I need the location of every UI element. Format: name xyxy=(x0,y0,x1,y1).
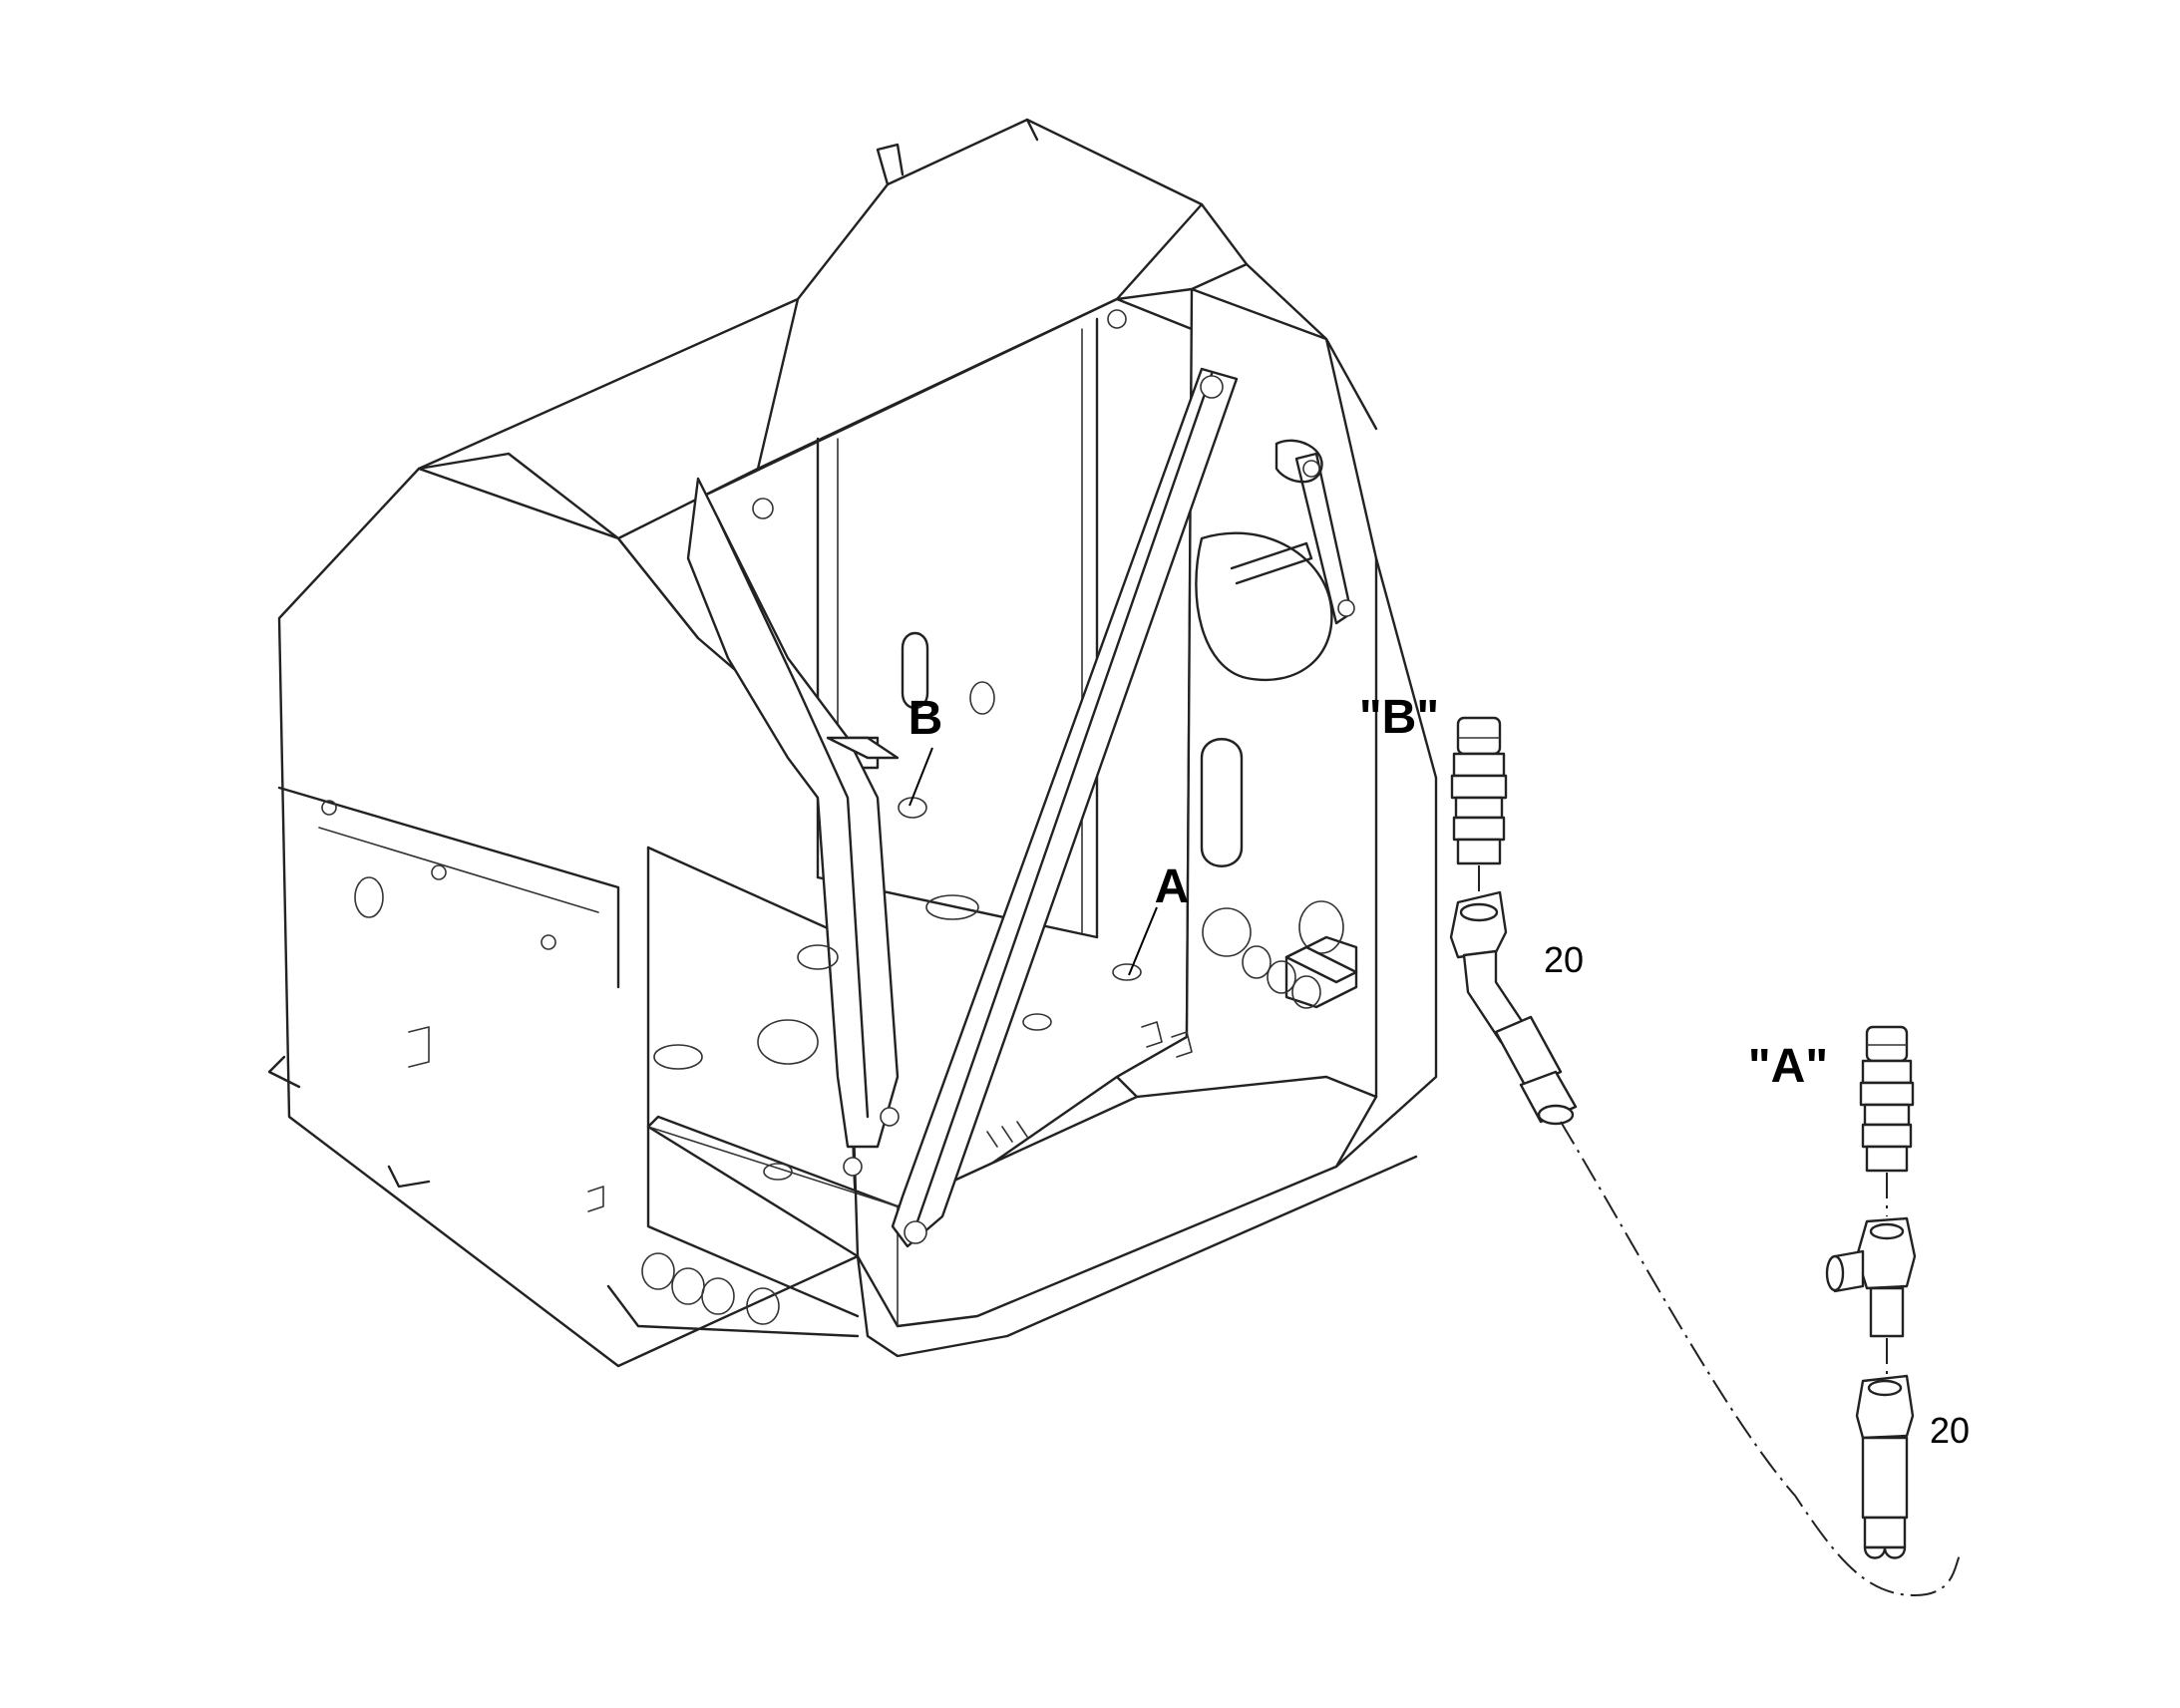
detail-b: "B" 20 xyxy=(1359,691,1584,1126)
label-view-b: "B" xyxy=(1359,691,1439,744)
callout-b: B xyxy=(908,692,943,807)
label-point-b: B xyxy=(908,692,943,745)
label-item-20-lower: 20 xyxy=(1930,1410,1970,1451)
label-item-20-upper: 20 xyxy=(1544,939,1584,980)
leader-line-b xyxy=(908,747,933,807)
detail-a: "A" 20 xyxy=(1748,1025,1970,1559)
hose-a xyxy=(1855,1374,1915,1559)
tee-fitting-a xyxy=(1825,1216,1917,1338)
hose-b xyxy=(1449,890,1578,1126)
fitting-a xyxy=(1859,1025,1915,1173)
machine-frame xyxy=(267,118,1438,1368)
callout-a: A xyxy=(1128,860,1190,976)
hose-routing-line xyxy=(1560,1121,1961,1597)
fitting-b xyxy=(1450,716,1508,865)
label-point-a: A xyxy=(1155,860,1190,913)
leader-line-a xyxy=(1128,906,1158,976)
label-view-a: "A" xyxy=(1748,1040,1828,1093)
